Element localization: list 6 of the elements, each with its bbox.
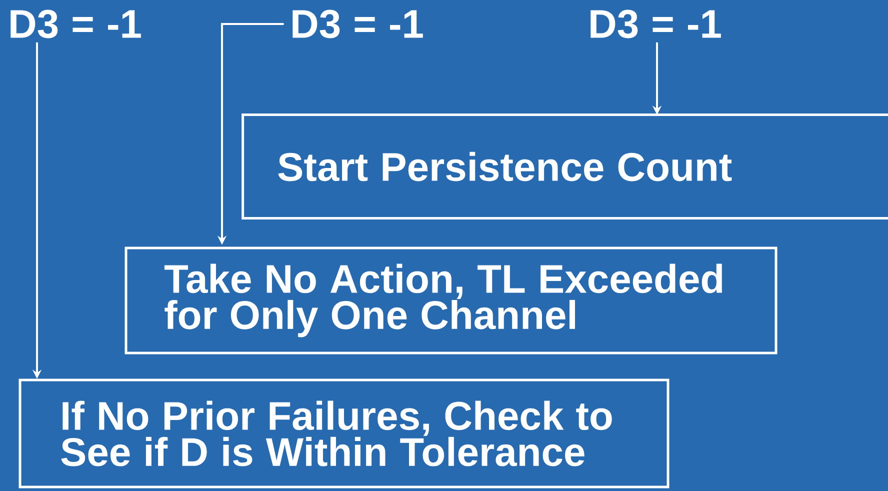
action-box: If No Prior Failures, Check to See if D is Within Tolerance (18, 378, 670, 488)
action-box: Start Persistence Count (242, 114, 888, 220)
condition-label: D3 = -1 (292, 10, 423, 38)
condition-label: D3 = -1 (10, 10, 141, 38)
action-box: Take No Action, TL Exceeded for Only One Channel (124, 246, 778, 354)
condition-label: D3 = -1 (590, 10, 721, 38)
